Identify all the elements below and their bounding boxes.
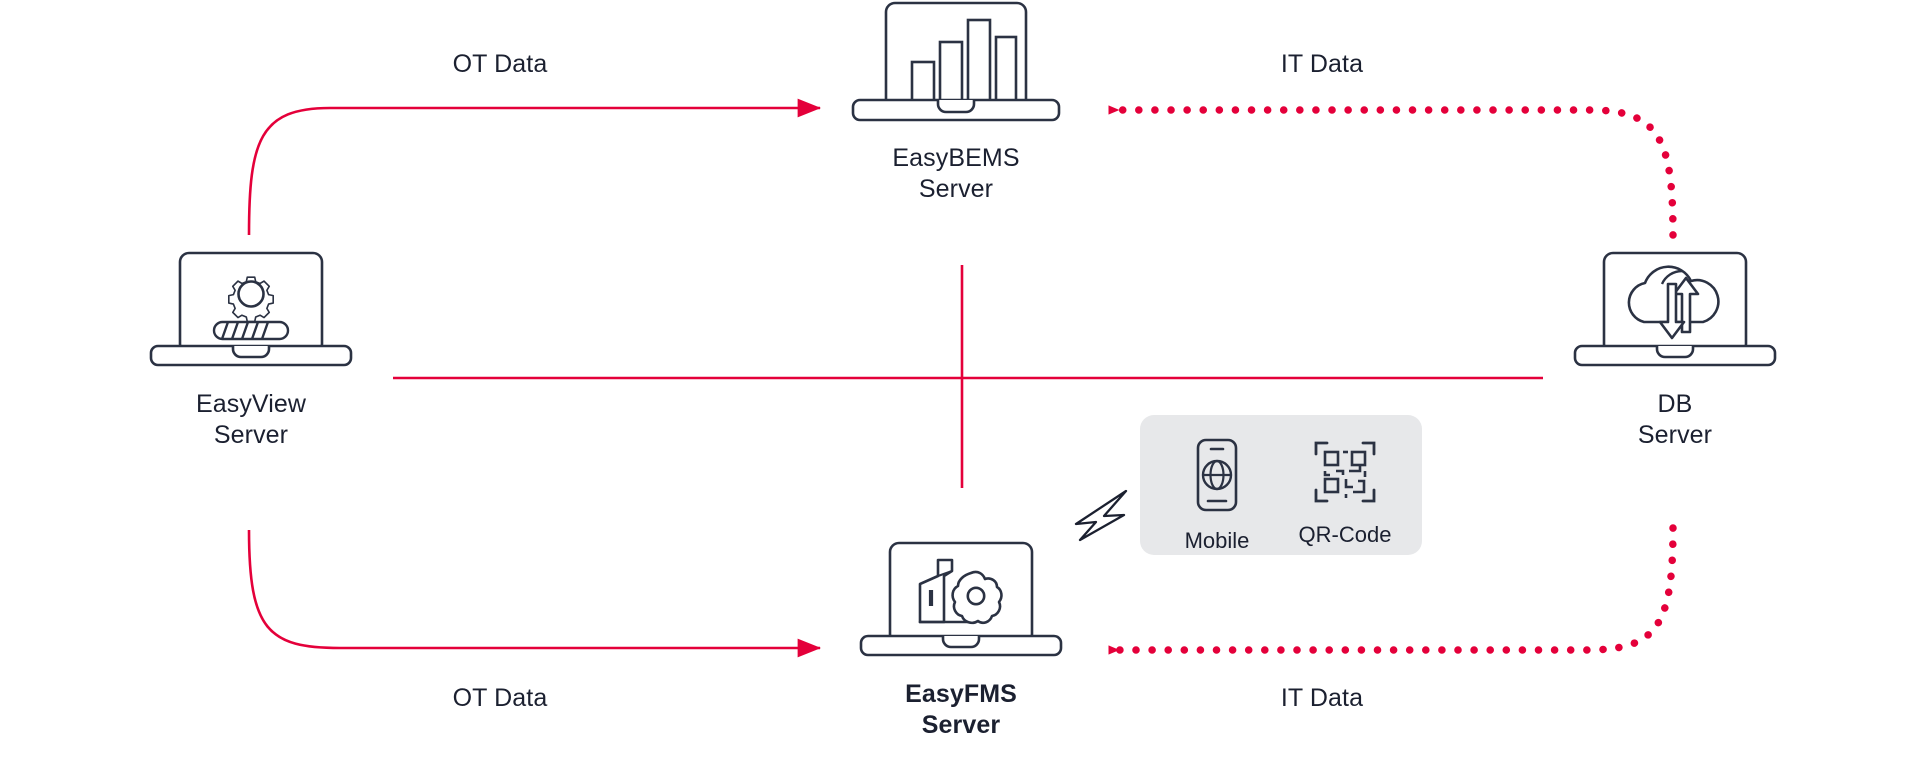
laptop-cloud-sync-icon [1572,250,1778,379]
edge-ot-data-top [247,98,822,236]
node-easyfms-server[interactable]: EasyFMS Server [856,540,1066,740]
laptop-factory-gear-icon [858,540,1064,669]
edge-ot-data-bottom [247,529,822,658]
node-label-db: DB Server [1637,390,1713,449]
client-label-mobile: Mobile [1184,528,1250,553]
client-access-panel: Mobile [1140,415,1422,555]
lightning-bolt-icon [1065,485,1135,552]
client-item-mobile[interactable]: Mobile [1167,437,1267,554]
client-label-qrcode: QR-Code [1298,522,1392,547]
laptop-bar-chart-icon [850,0,1062,133]
client-item-qrcode[interactable]: QR-Code [1295,437,1395,548]
edge-label-it-data-top: IT Data [1280,50,1364,78]
laptop-gear-progress-icon [148,250,354,379]
edge-it-data-top [1106,105,1677,239]
node-easybems-server[interactable]: EasyBEMS Server [846,0,1066,204]
edge-label-ot-data-bottom: OT Data [452,684,548,712]
edge-label-it-data-bottom: IT Data [1280,684,1364,712]
node-db-server[interactable]: DB Server [1570,250,1780,450]
node-label-easybems: EasyBEMS Server [892,144,1020,203]
edge-label-ot-data-top: OT Data [452,50,548,78]
node-easyview-server[interactable]: EasyView Server [146,250,356,450]
node-label-easyview: EasyView Server [195,390,307,449]
node-label-easyfms: EasyFMS Server [905,680,1017,739]
qr-code-icon [1312,437,1378,512]
mobile-globe-icon [1189,437,1245,518]
